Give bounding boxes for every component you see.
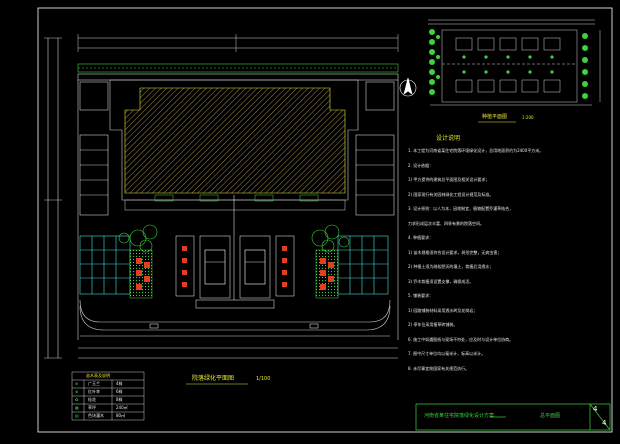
legend-name: 桂花 xyxy=(88,397,96,402)
site-plan-scale: 1/100 xyxy=(256,376,271,382)
legend-symbol: ⊕ xyxy=(75,381,79,386)
legend-qty: 240㎡ xyxy=(116,405,128,410)
legend-rows: ⊕ 广玉兰 4株 ⊗ 红叶李 6株 ✿ 桂花 8株 ▦ 草坪 240㎡ ▤ 色块灌木 80㎡ xyxy=(72,380,144,420)
design-notes: 1. 本工程为河南省某住宅院落环境绿化设计，总用地面积约为2400平方米。 2. … xyxy=(408,148,608,398)
legend-name: 广玉兰 xyxy=(88,381,100,386)
legend-name: 草坪 xyxy=(88,405,96,410)
entrance-strip xyxy=(124,194,346,300)
note-line: 力求形成层次丰富、四季有景的院落空间。 xyxy=(408,220,484,226)
note-line: 2) 停车位采用植草砖铺装。 xyxy=(408,322,458,327)
right-lawn xyxy=(315,249,339,299)
note-line: 6. 施工中如遇图纸与现场不符处，应及时与设计单位协商。 xyxy=(408,336,514,342)
title-block xyxy=(415,403,611,431)
note-line: 3. 设计原则：以人为本，因地制宜，植物配置乔灌草结合， xyxy=(408,206,514,211)
detail-plan-scale: 1:200 xyxy=(522,115,534,120)
note-line: 3) 乔木栽植须设置支撑，确保成活。 xyxy=(408,278,474,284)
legend-name: 红叶李 xyxy=(88,389,100,394)
detail-plan-title: 种植平面图 xyxy=(482,114,508,120)
site-plan xyxy=(47,37,399,359)
note-line: 1) 甲方提供的建筑总平面图及相关设计要求； xyxy=(408,177,490,182)
sheet-frame xyxy=(37,7,613,433)
note-line: 1. 本工程为河南省某住宅院落环境绿化设计，总用地面积约为2400平方米。 xyxy=(408,148,544,153)
sheet-number: 4 xyxy=(593,405,598,413)
note-line: 7. 图中尺寸单位均以毫米计，标高以米计。 xyxy=(408,351,486,356)
red-shrubs xyxy=(136,246,334,290)
detail-plan-trees xyxy=(429,29,588,99)
legend-symbol: ▦ xyxy=(75,405,79,410)
note-line: 8. 未尽事宜按国家有关规范执行。 xyxy=(408,365,470,371)
title-block-project: 河南省某住宅院落绿化设计方案 xyxy=(424,413,495,419)
left-parking-grid xyxy=(79,235,131,295)
legend-symbol: ⊗ xyxy=(75,389,79,394)
bottom-road xyxy=(79,299,391,337)
north-arrow-icon xyxy=(399,77,417,97)
dimension-ticks xyxy=(44,34,399,359)
legend-table xyxy=(71,371,145,421)
note-line: 1) 园路铺装材料采用透水砖及花岗岩； xyxy=(408,307,478,313)
legend-symbol: ✿ xyxy=(75,397,79,402)
note-line: 1) 苗木规格须符合设计要求，树形完整，无病虫害； xyxy=(408,249,502,255)
design-notes-title: 设计说明 xyxy=(436,135,461,142)
site-plan-title: 院落绿化平面图 xyxy=(192,375,235,382)
title-block-sheet: 总平面图 xyxy=(540,413,561,419)
building-hatch xyxy=(125,88,345,193)
note-line: 2. 设计依据： xyxy=(408,162,434,168)
legend-qty: 6株 xyxy=(116,389,123,394)
legend-qty: 80㎡ xyxy=(116,413,126,418)
legend-symbol: ▤ xyxy=(75,413,79,418)
legend-name: 色块灌木 xyxy=(88,413,104,418)
sheet-total: 4 xyxy=(602,419,607,427)
legend-qty: 8株 xyxy=(116,397,123,402)
central-beds xyxy=(175,235,295,309)
legend-title: 苗木表及说明 xyxy=(86,373,110,378)
right-parking-grid xyxy=(337,235,389,295)
legend-qty: 4株 xyxy=(116,381,123,386)
detail-plan xyxy=(428,19,601,106)
note-line: 2) 国家现行有关园林绿化工程设计规范及标准。 xyxy=(408,191,494,197)
note-line: 5. 铺装要求： xyxy=(408,293,434,298)
note-line: 2) 种植土须为疏松肥沃的壤土，栽植后浇透水； xyxy=(408,264,494,269)
note-line: 4. 种植要求： xyxy=(408,235,434,240)
